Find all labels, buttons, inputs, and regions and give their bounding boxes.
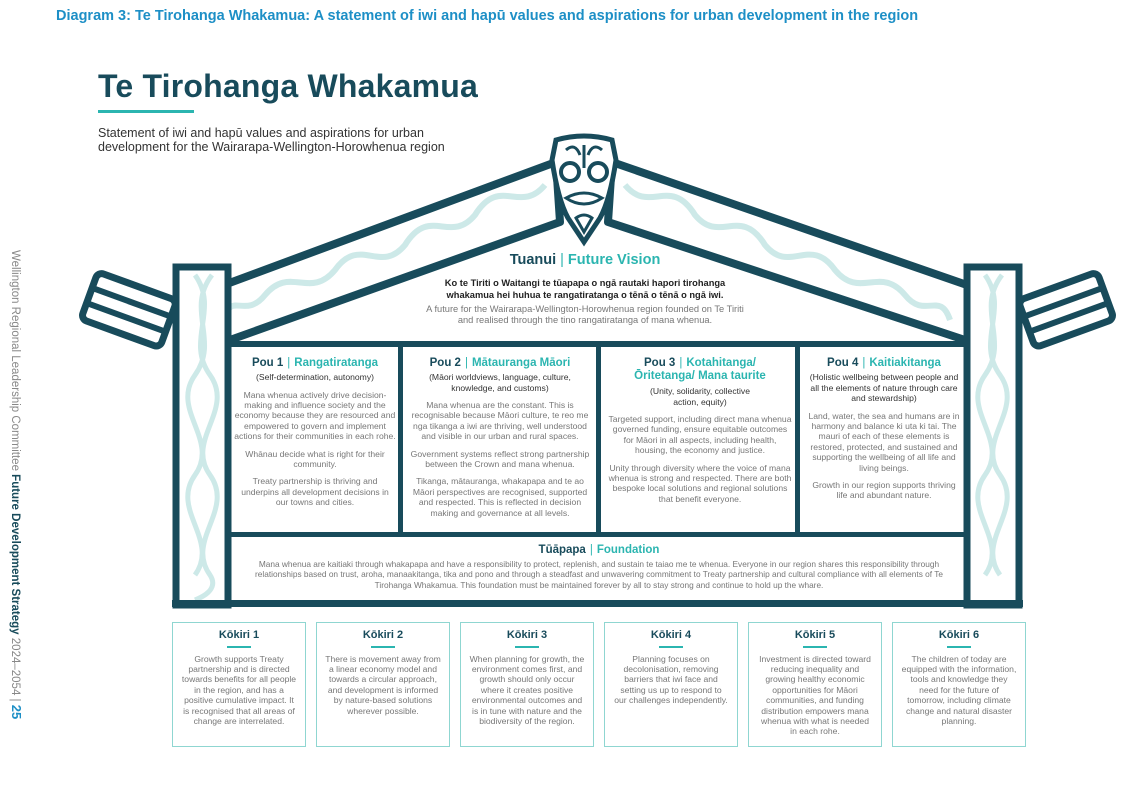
pou-divider [795,345,800,535]
kokiri-title: Kōkiri 1 [218,629,260,641]
kokiri-title: Kōkiri 3 [506,629,548,641]
left-post-pattern [185,273,220,603]
kokiri-text: Investment is directed toward reducing i… [759,653,871,737]
pou-divider [596,345,601,535]
tuapapa-text: Mana whenua are kaitiaki through whakapa… [255,559,943,590]
right-board-pattern [622,182,953,322]
kokiri-text: The children of today are equipped with … [901,653,1017,726]
kokiri-title: Kōkiri 2 [362,629,404,641]
diagram-caption: Diagram 3: Te Tirohanga Whakamua: A stat… [56,8,919,24]
kokiri-title: Kōkiri 6 [938,629,980,641]
pou-paragraph: Unity through diversity where the voice … [608,462,792,504]
pou-divider [398,345,403,535]
bottom-beam [172,600,1023,607]
kokiri-rule [659,646,683,648]
kokiri-rule [803,646,827,648]
kokiri-text: When planning for growth, the environmen… [469,653,585,726]
tuanui-section: Tuanui|Future Vision Ko te Tiriti o Wait… [400,252,770,326]
pou-paragraph: Land, water, the sea and humans are in h… [808,410,960,473]
pou-body: Targeted support, including direct mana … [608,414,792,504]
kokiri-rule [227,646,251,648]
pou-paragraph: Government systems reflect strong partne… [410,448,590,470]
kokiri-rule [371,646,395,648]
kokiri-title: Kōkiri 5 [794,629,836,641]
kokiri-title: Kōkiri 4 [650,629,692,641]
pou-heading: Pou 3|Kotahitanga/ Ōritetanga/ Mana taur… [634,357,766,382]
kokiri-3: Kōkiri 3 When planning for growth, the en… [460,622,594,747]
kokiri-text: Growth supports Treaty partnership and i… [181,653,297,726]
pou-heading: Pou 2|Mātauranga Māori [429,357,571,369]
pou-label: Pou 4 [827,357,859,369]
pou-subtitle: (Holistic wellbeing between people and a… [809,372,959,403]
right-post-pattern [975,273,1010,577]
right-roof-end [1016,270,1116,350]
kokiri-4: Kōkiri 4 Planning focuses on decolonisati… [604,622,738,747]
pou-subtitle: (Māori worldviews, language, culture, kn… [429,372,571,393]
tuapapa-section: Tūāpapa|Foundation Mana whenua are kaiti… [236,544,962,590]
pou-subtitle: (Self-determination, autonomy) [256,372,374,382]
pou-heading: Pou 4|Kaitiakitanga [827,357,941,369]
title-underline [98,110,194,113]
tuapapa-label: Tūāpapa [538,544,586,556]
page-title: Te Tirohanga Whakamua [98,68,478,104]
pou-accent: Mātauranga Māori [471,357,571,369]
page-subtitle: Statement of iwi and hapū values and asp… [98,126,445,154]
tuanui-english-text: A future for the Wairarapa-Wellington-Ho… [426,304,744,325]
tuanui-heading: Tuanui|Future Vision [509,252,661,268]
kokiri-6: Kōkiri 6 The children of today are equipp… [892,622,1026,747]
pou-paragraph: Growth in our region supports thriving l… [812,479,956,501]
left-board-pattern [222,182,548,321]
kokiri-rule [515,646,539,648]
tuapapa-accent: Foundation [596,544,660,556]
pou-label: Pou 3 [644,357,676,369]
tuanui-maori-text: Ko te Tiriti o Waitangi te tūapapa o ngā… [444,278,726,300]
pou-body: Mana whenua actively drive decision-maki… [234,390,396,508]
pou-label: Pou 1 [251,357,284,369]
pou-paragraph: Treaty partnership is thriving and under… [241,476,389,508]
pou-body: Land, water, the sea and humans are in h… [806,411,962,501]
kokiri-1: Kōkiri 1 Growth supports Treaty partnersh… [172,622,306,747]
tuanui-label: Tuanui [509,252,557,268]
pou-2: Pou 2|Mātauranga Māori (Māori worldviews… [407,357,593,525]
tuapapa-heading: Tūāpapa|Foundation [538,544,660,556]
pou-paragraph: Mana whenua are the constant. This is re… [411,400,589,442]
pou-3: Pou 3|Kotahitanga/ Ōritetanga/ Mana taur… [608,357,792,511]
kokiri-text: There is movement away from a linear eco… [325,653,441,716]
kokiri-2: Kōkiri 2 There is movement away from a li… [316,622,450,747]
tuanui-accent: Future Vision [567,252,661,268]
top-beam [228,341,968,347]
pou-4: Pou 4|Kaitiakitanga (Holistic wellbeing … [806,357,962,508]
pou-subtitle: (Unity, solidarity, collective action, e… [650,386,750,407]
kokiri-rule [947,646,971,648]
pou-accent: Kotahitanga/ Ōritetanga/ Mana taurite [634,357,766,382]
pou-paragraph: Targeted support, including direct mana … [608,414,792,456]
pou-body: Mana whenua are the constant. This is re… [407,400,593,518]
kokiri-text: Planning focuses on decolonisation, remo… [614,653,728,706]
pou-paragraph: Tikanga, mātauranga, whakapapa and te ao… [412,476,588,518]
pou-heading: Pou 1|Rangatiratanga [251,357,379,369]
pou-accent: Rangatiratanga [294,357,379,369]
tiki-carving [549,133,619,247]
pou-label: Pou 2 [429,357,461,369]
pou-paragraph: Mana whenua actively drive decision-maki… [234,389,396,442]
pou-paragraph: Whānau decide what is right for their co… [245,448,385,469]
pou-1: Pou 1|Rangatiratanga (Self-determination… [234,357,396,515]
kokiri-5: Kōkiri 5 Investment is directed toward re… [748,622,882,747]
left-roof-end [79,270,179,350]
pou-accent: Kaitiakitanga [869,357,941,369]
